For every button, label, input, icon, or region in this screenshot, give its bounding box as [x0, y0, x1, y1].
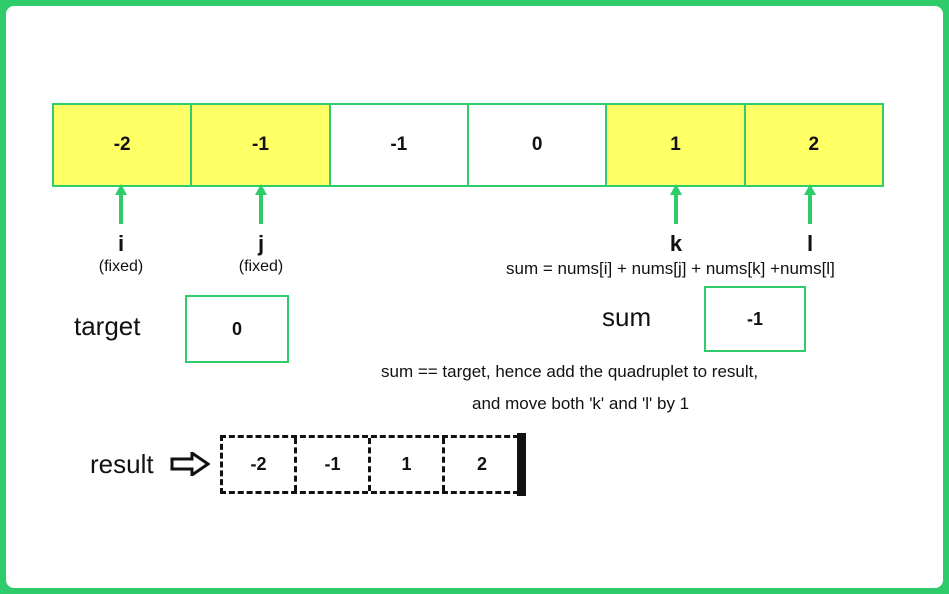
pointer-i-arrow-icon	[115, 184, 127, 224]
sum-formula: sum = nums[i] + nums[j] + nums[k] +nums[…	[506, 259, 835, 278]
pointer-j-arrow-icon	[255, 184, 267, 224]
target-value-box: 0	[185, 295, 289, 363]
result-cell-0: -2	[223, 438, 297, 491]
array-cell-1: -1	[192, 105, 331, 185]
pointer-k-label: k	[669, 231, 683, 256]
array-cell-0: -2	[54, 105, 193, 185]
pointer-j-label: j	[257, 231, 265, 256]
sum-label: sum	[602, 302, 652, 332]
sum-value-box: -1	[704, 286, 806, 352]
array: -2 -1 -1 0 1 2	[52, 103, 884, 187]
result-row: -2 -1 1 2	[220, 435, 519, 494]
pointer-i-label: i	[117, 231, 125, 256]
array-cell-3: 0	[469, 105, 608, 185]
result-label: result	[90, 449, 154, 479]
array-cell-5: 2	[745, 105, 882, 185]
target-label: target	[74, 311, 141, 341]
array-cell-4: 1	[607, 105, 746, 185]
pointer-i-note: (fixed)	[98, 258, 144, 275]
array-cell-2: -1	[331, 105, 469, 185]
result-end-bar	[517, 433, 526, 496]
pointer-j-note: (fixed)	[238, 258, 284, 275]
pointer-l-arrow-icon	[804, 184, 816, 224]
pointer-k-arrow-icon	[670, 184, 682, 224]
result-cell-1: -1	[297, 438, 371, 491]
right-arrow-icon	[170, 452, 210, 476]
message-line-1: sum == target, hence add the quadruplet …	[381, 362, 759, 381]
result-cell-2: 1	[371, 438, 445, 491]
result-cell-3: 2	[476, 454, 487, 474]
diagram-panel: -2 -1 -1 0 1 2 i (fixed) j (fixed) k l s…	[6, 6, 943, 588]
pointer-l-label: l	[806, 231, 814, 256]
message-line-2: and move both 'k' and 'l' by 1	[472, 394, 690, 413]
